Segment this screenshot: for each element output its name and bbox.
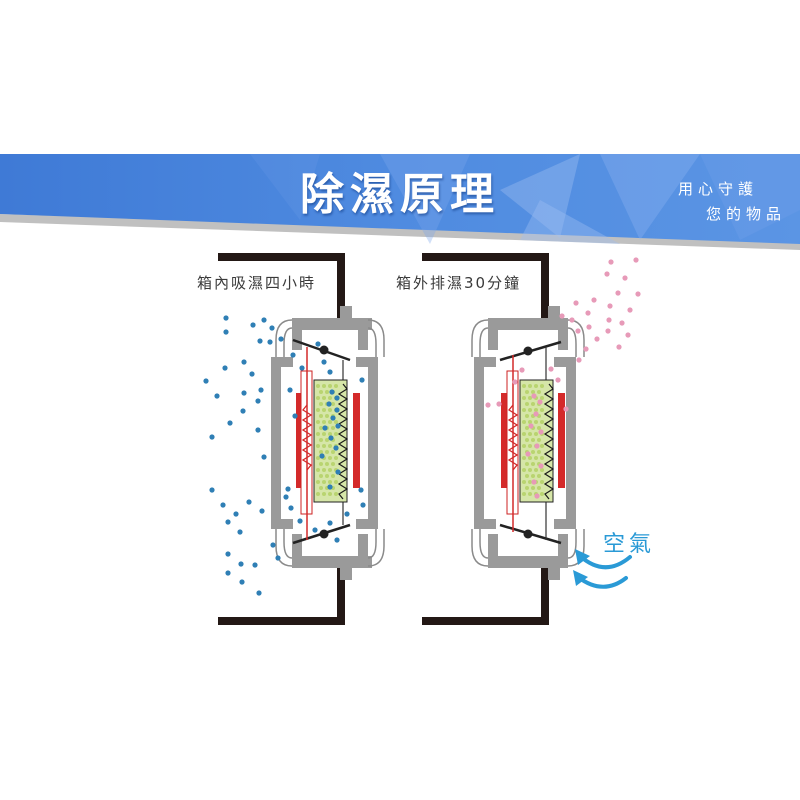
panel-absorb bbox=[203, 253, 385, 625]
panel-release bbox=[422, 253, 641, 625]
slogan-line-2: 您的物品 bbox=[706, 205, 787, 223]
banner bbox=[0, 154, 800, 250]
air-flow-arrows bbox=[576, 554, 632, 589]
banner-title: 除濕原理 bbox=[300, 169, 500, 220]
moisture-dots-pink bbox=[485, 257, 641, 499]
caption-absorb: 箱內吸濕四小時 bbox=[197, 274, 317, 292]
caption-release: 箱外排濕30分鐘 bbox=[396, 274, 522, 292]
air-label: 空氣 bbox=[603, 532, 656, 557]
moisture-dots-blue bbox=[203, 315, 366, 596]
slogan-line-1: 用心守護 bbox=[678, 180, 759, 198]
